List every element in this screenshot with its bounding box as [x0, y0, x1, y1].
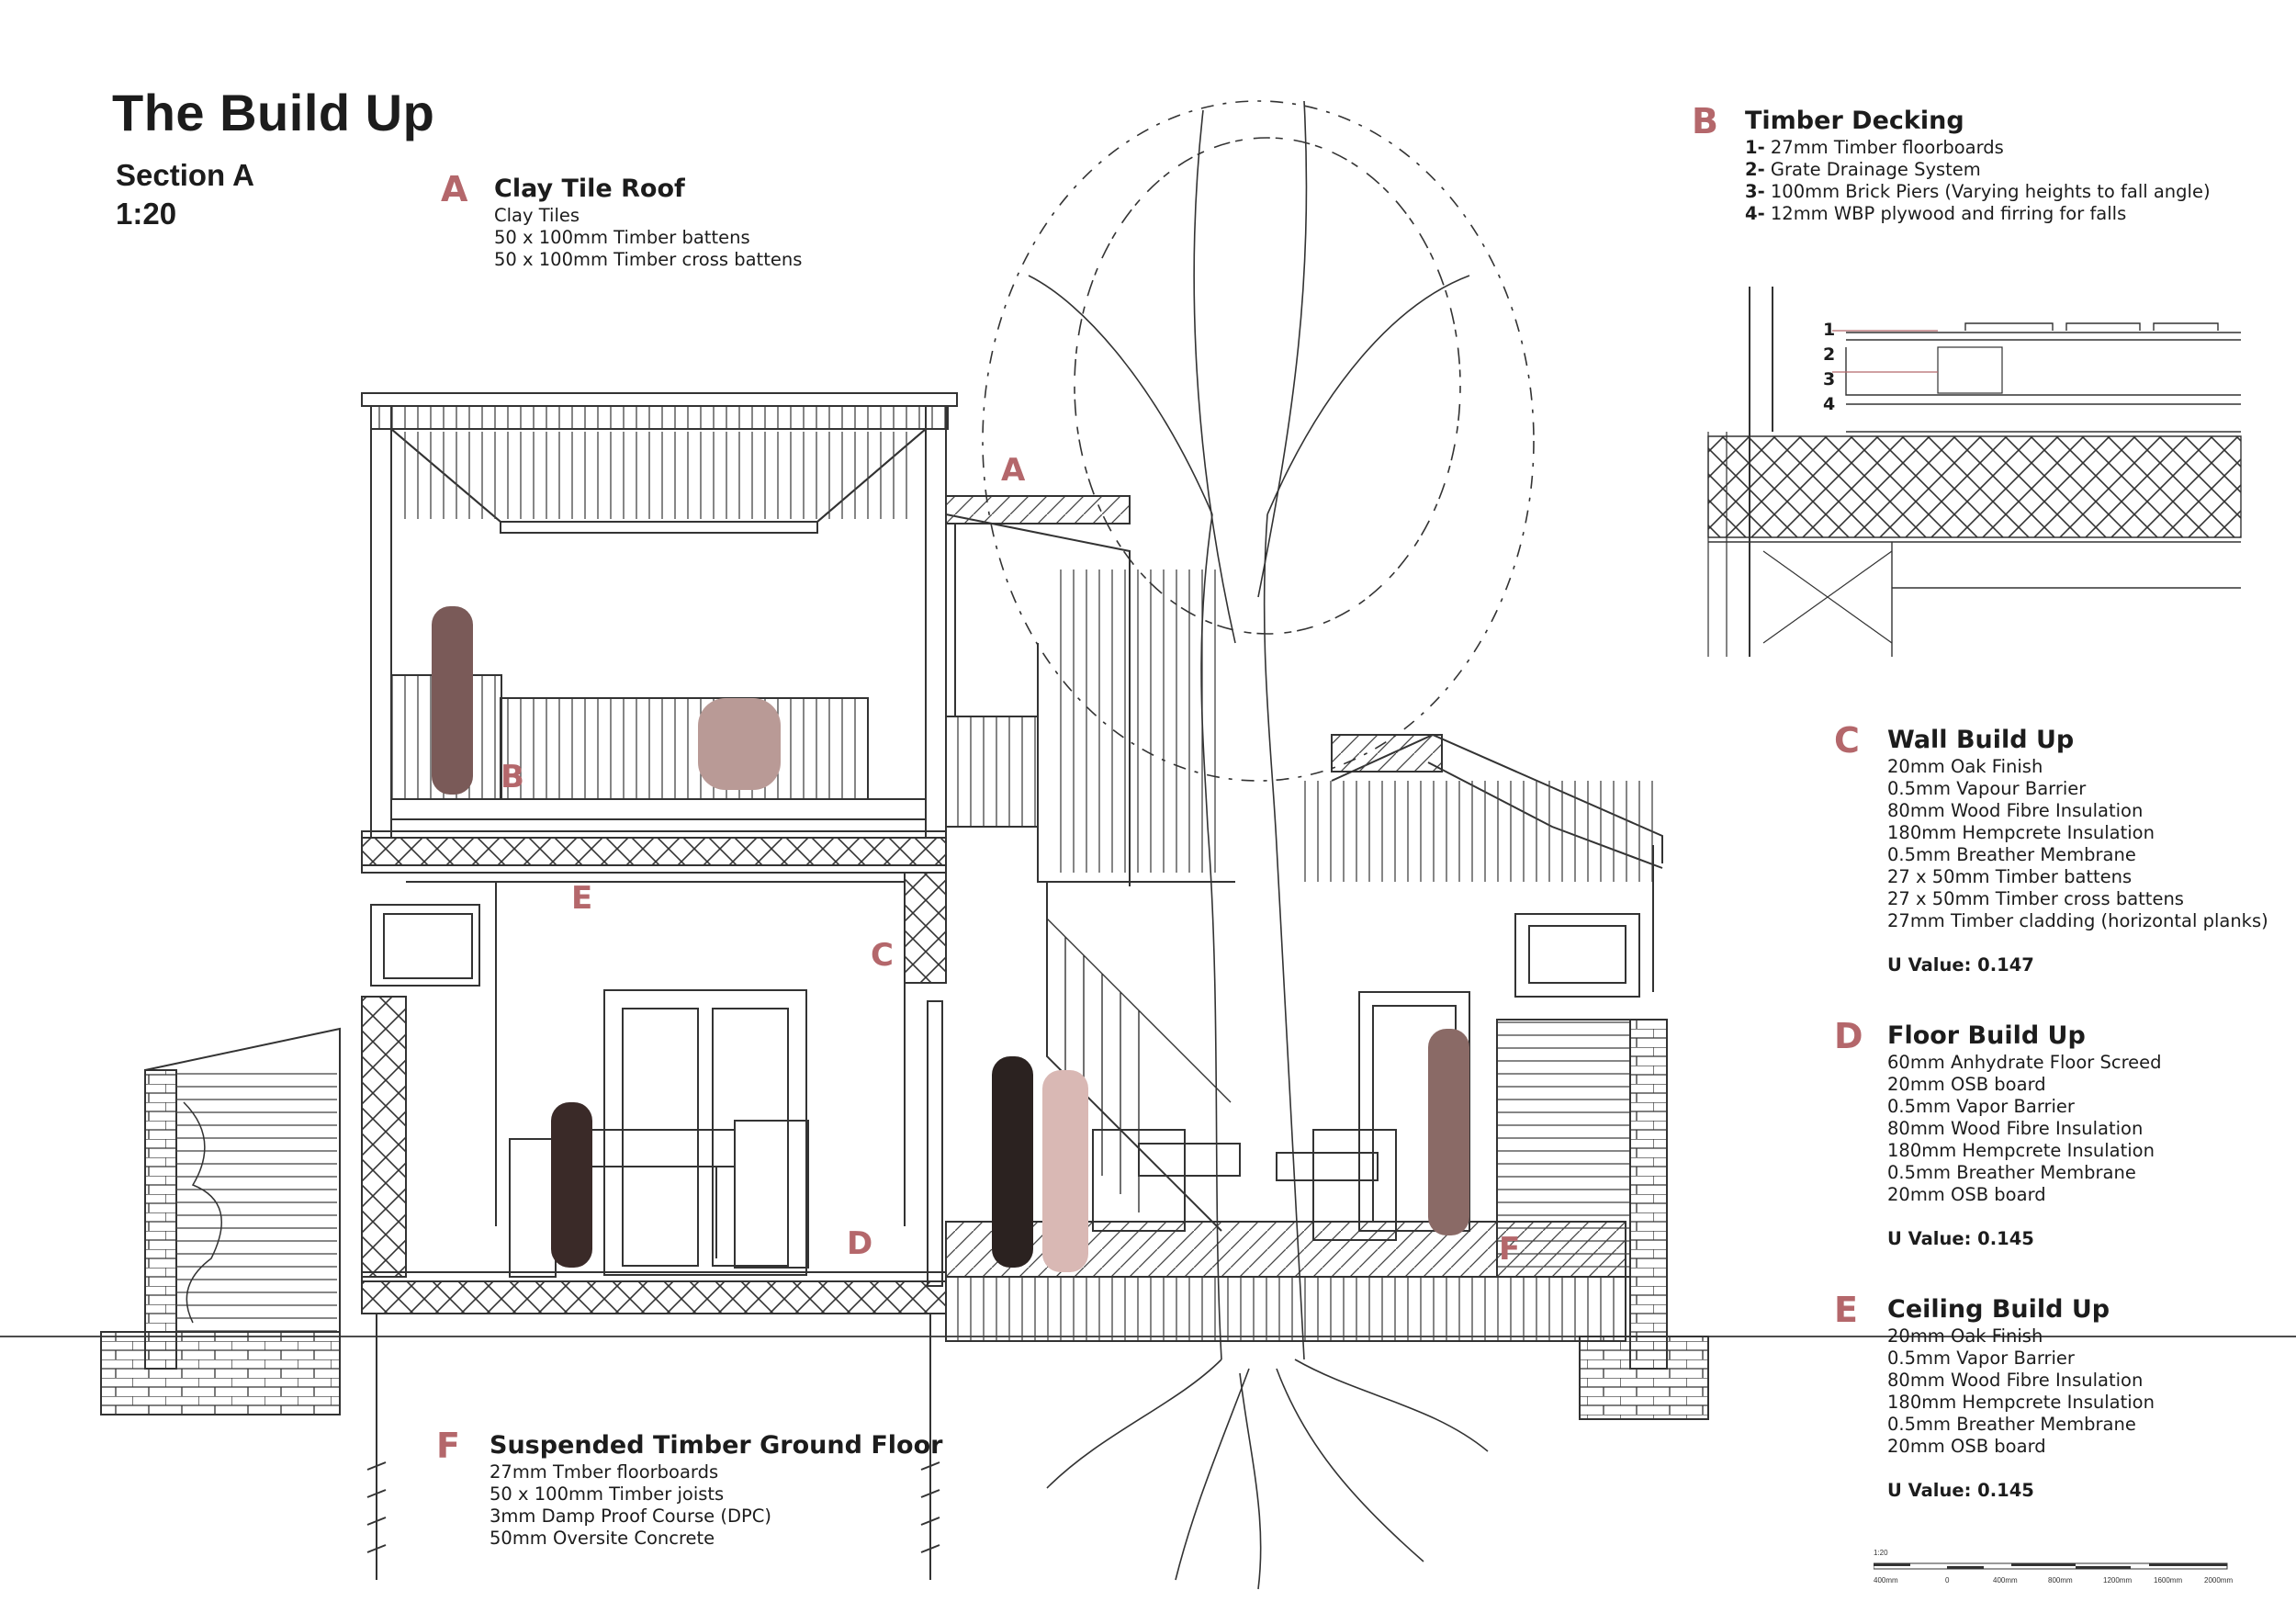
spec-item: 0.5mm Vapour Barrier: [1887, 778, 2087, 799]
spec-item: 3- 100mm Brick Piers (Varying heights to…: [1745, 181, 2211, 202]
scale-bar-ratio: 1:20: [1874, 1549, 1888, 1557]
spec-ceiling-build-up: E Ceiling Build Up 20mm Oak Finish 0.5mm…: [1834, 1290, 2155, 1501]
spec-item: 180mm Hempcrete Insulation: [1887, 822, 2155, 843]
spec-title: Wall Build Up: [1887, 726, 2075, 754]
spec-title: Suspended Timber Ground Floor: [490, 1431, 943, 1460]
scale-bar: 1:20 400mm 0 400mm 800mm 1200mm 1600mm 2…: [1874, 1549, 2241, 1593]
scale-bar-label: 400mm: [1993, 1576, 2018, 1585]
marker-d: D: [847, 1225, 873, 1262]
spec-wall-build-up: C Wall Build Up 20mm Oak Finish 0.5mm Va…: [1834, 720, 2268, 976]
u-value: U Value: 0.145: [1887, 1480, 2034, 1501]
tree: [982, 100, 1535, 1590]
spec-item: 27 x 50mm Timber cross battens: [1887, 888, 2184, 909]
spec-suspended-timber-ground-floor: F Suspended Timber Ground Floor 27mm Tmb…: [436, 1426, 943, 1550]
scale-bar-label: 800mm: [2048, 1576, 2073, 1585]
spec-item: 3mm Damp Proof Course (DPC): [490, 1506, 771, 1527]
marker-b: B: [501, 759, 524, 795]
scale-bar-graphic: [1874, 1562, 2228, 1570]
spec-title: Floor Build Up: [1887, 1021, 2086, 1050]
u-value: U Value: 0.147: [1887, 954, 2034, 976]
scale-bar-label: 2000mm: [2204, 1576, 2234, 1585]
spec-item: 50 x 100mm Timber cross battens: [494, 249, 803, 270]
spec-item: 1- 27mm Timber floorboards: [1745, 137, 2004, 158]
spec-item: 180mm Hempcrete Insulation: [1887, 1140, 2155, 1161]
scale-bar-label: 400mm: [1874, 1576, 1898, 1585]
spec-item: 27mm Timber cladding (horizontal planks): [1887, 910, 2268, 931]
marker-c: C: [871, 937, 894, 974]
spec-timber-decking: B Timber Decking 1- 27mm Timber floorboa…: [1692, 101, 2211, 225]
spec-clay-tile-roof: A Clay Tile Roof Clay Tiles 50 x 100mm T…: [441, 169, 803, 271]
spec-item: 27 x 50mm Timber battens: [1887, 866, 2133, 887]
spec-item: 0.5mm Breather Membrane: [1887, 844, 2136, 865]
spec-item: 2- Grate Drainage System: [1745, 159, 1981, 180]
spec-letter: A: [441, 169, 468, 209]
scale-bar-label: 1200mm: [2103, 1576, 2133, 1585]
detail-number-3: 3: [1823, 369, 1836, 389]
detail-number-1: 1: [1823, 320, 1836, 340]
marker-f: F: [1499, 1231, 1521, 1268]
main-house: [361, 392, 958, 1580]
spec-item: 80mm Wood Fibre Insulation: [1887, 1370, 2144, 1391]
spec-letter: B: [1692, 101, 1718, 141]
spec-item: 20mm OSB board: [1887, 1184, 2046, 1205]
spec-title: Clay Tile Roof: [494, 175, 685, 203]
spec-item: 50mm Oversite Concrete: [490, 1528, 715, 1549]
spec-item: 4- 12mm WBP plywood and firring for fall…: [1745, 203, 2127, 224]
spec-item: 20mm OSB board: [1887, 1074, 2046, 1095]
spec-item: 0.5mm Breather Membrane: [1887, 1162, 2136, 1183]
spec-item: 0.5mm Breather Membrane: [1887, 1414, 2136, 1435]
detail-number-2: 2: [1823, 344, 1836, 365]
spec-letter: C: [1834, 720, 1860, 761]
spec-item: 20mm OSB board: [1887, 1436, 2046, 1457]
detail-b: [1707, 287, 2242, 657]
spec-floor-build-up: D Floor Build Up 60mm Anhydrate Floor Sc…: [1834, 1016, 2162, 1249]
detail-number-4: 4: [1823, 394, 1836, 414]
page-title: The Build Up: [112, 84, 435, 141]
garden-wall: [100, 1027, 341, 1415]
spec-item: 20mm Oak Finish: [1887, 756, 2043, 777]
u-value: U Value: 0.145: [1887, 1228, 2034, 1249]
spec-item: Clay Tiles: [494, 205, 580, 226]
spec-item: 180mm Hempcrete Insulation: [1887, 1392, 2155, 1413]
spec-letter: D: [1834, 1016, 1863, 1056]
scale-bar-label: 1600mm: [2154, 1576, 2183, 1585]
spec-item: 20mm Oak Finish: [1887, 1325, 2043, 1347]
right-block: [1295, 733, 1709, 1420]
people: [432, 606, 1469, 1272]
spec-item: 60mm Anhydrate Floor Screed: [1887, 1052, 2162, 1073]
scale-bar-label: 0: [1945, 1576, 1950, 1585]
section-scale: 1:20: [116, 197, 177, 231]
spec-title: Timber Decking: [1745, 107, 1964, 135]
section-name: Section A: [116, 158, 254, 192]
spec-item: 0.5mm Vapor Barrier: [1887, 1348, 2075, 1369]
spec-item: 80mm Wood Fibre Insulation: [1887, 800, 2144, 821]
spec-letter: E: [1834, 1290, 1858, 1330]
spec-item: 80mm Wood Fibre Insulation: [1887, 1118, 2144, 1139]
spec-item: 50 x 100mm Timber joists: [490, 1483, 725, 1505]
spec-item: 27mm Tmber floorboards: [490, 1461, 719, 1483]
spec-title: Ceiling Build Up: [1887, 1295, 2110, 1324]
spec-letter: F: [436, 1426, 460, 1466]
marker-a: A: [1001, 452, 1026, 489]
spec-item: 50 x 100mm Timber battens: [494, 227, 750, 248]
spec-item: 0.5mm Vapor Barrier: [1887, 1096, 2075, 1117]
marker-e: E: [571, 880, 593, 917]
